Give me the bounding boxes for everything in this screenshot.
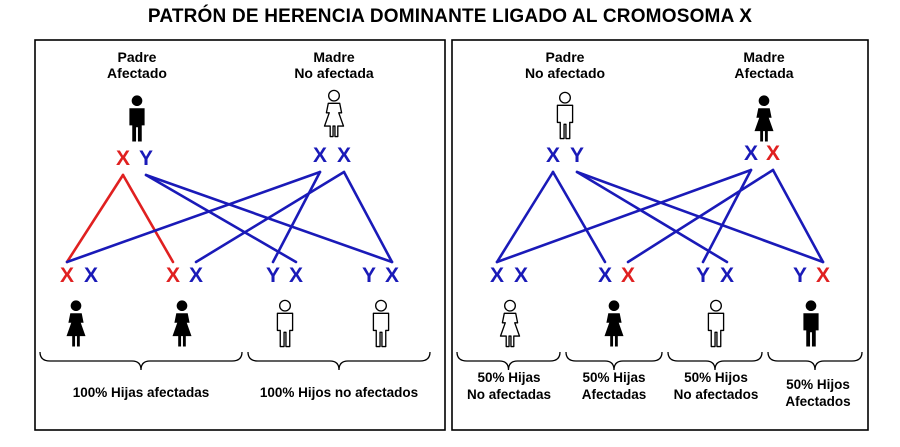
- diagram-title: PATRÓN DE HERENCIA DOMINANTE LIGADO AL C…: [147, 6, 753, 27]
- parent-father-label: Padre: [546, 49, 585, 65]
- female-person-icon: [754, 95, 774, 142]
- chromosome-label: Y: [570, 144, 584, 167]
- chromosome-label: Y: [139, 147, 153, 170]
- chromosome-label: X: [546, 144, 560, 167]
- parent-mother-label: Afectada: [734, 65, 793, 81]
- chromosome-label: X: [490, 264, 504, 287]
- female-person-icon: [172, 300, 192, 347]
- summary-label: No afectadas: [467, 387, 551, 402]
- inheritance-line: [495, 170, 555, 264]
- inheritance-line: [121, 173, 175, 264]
- inheritance-line: [342, 170, 394, 264]
- inheritance-line: [271, 170, 322, 264]
- female-person-icon: [323, 89, 345, 138]
- inheritance-line: [575, 170, 729, 264]
- summary-label: Afectados: [785, 394, 850, 409]
- female-person-icon: [66, 300, 86, 347]
- male-person-icon: [707, 299, 725, 348]
- male-person-icon: [556, 91, 574, 140]
- chromosome-label: X: [337, 144, 351, 167]
- chromosome-label: X: [60, 264, 74, 287]
- chromosome-label: X: [189, 264, 203, 287]
- chromosome-label: Y: [266, 264, 280, 287]
- inheritance-line: [194, 170, 346, 264]
- chromosome-label: X: [621, 264, 635, 287]
- parent-mother-label: No afectada: [294, 65, 374, 81]
- inheritance-line: [495, 168, 753, 264]
- summary-label: Afectadas: [582, 387, 647, 402]
- chromosome-label: X: [514, 264, 528, 287]
- male-person-icon: [276, 299, 294, 348]
- summary-label: 50% Hijas: [582, 370, 645, 385]
- summary-label: 50% Hijos: [786, 377, 850, 392]
- chromosome-label: X: [313, 144, 327, 167]
- summary-label: No afectados: [674, 387, 759, 402]
- chromosome-label: X: [720, 264, 734, 287]
- parent-father-label: Afectado: [107, 65, 167, 81]
- chromosome-label: X: [166, 264, 180, 287]
- chromosome-label: X: [766, 142, 780, 165]
- panel-left-lines: [65, 170, 394, 264]
- chromosome-label: X: [816, 264, 830, 287]
- panel-right-lines: [495, 168, 825, 264]
- panel-left-frame: [34, 39, 446, 431]
- inheritance-line: [65, 173, 125, 264]
- chromosome-label: X: [116, 147, 130, 170]
- inheritance-line: [65, 170, 322, 264]
- summary-label: 50% Hijas: [477, 370, 540, 385]
- parent-father-label: No afectado: [525, 65, 605, 81]
- male-person-icon: [372, 299, 390, 348]
- inheritance-line: [626, 168, 775, 264]
- inheritance-line: [551, 170, 607, 264]
- summary-label: 50% Hijos: [684, 370, 748, 385]
- chromosome-label: Y: [793, 264, 807, 287]
- chromosome-label: X: [598, 264, 612, 287]
- inheritance-line: [144, 173, 298, 264]
- inheritance-line: [771, 168, 825, 264]
- chromosome-label: X: [744, 142, 758, 165]
- chromosome-label: Y: [696, 264, 710, 287]
- summary-label: 100% Hijas afectadas: [73, 385, 210, 400]
- chromosome-label: X: [84, 264, 98, 287]
- parent-father-label: Padre: [118, 49, 157, 65]
- parent-mother-label: Madre: [743, 49, 784, 65]
- inheritance-line: [701, 168, 753, 264]
- chromosome-label: X: [385, 264, 399, 287]
- female-person-icon: [499, 299, 521, 348]
- male-person-icon: [129, 95, 145, 142]
- summary-label: 100% Hijos no afectados: [260, 385, 418, 400]
- female-person-icon: [604, 300, 624, 347]
- chromosome-label: Y: [362, 264, 376, 287]
- panel-right-frame: [451, 39, 869, 431]
- male-person-icon: [803, 300, 819, 347]
- chromosome-label: X: [289, 264, 303, 287]
- parent-mother-label: Madre: [313, 49, 354, 65]
